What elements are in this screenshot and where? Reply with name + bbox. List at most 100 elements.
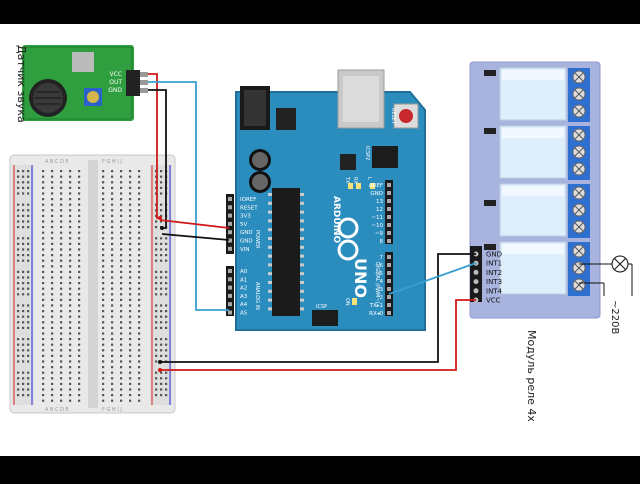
digital-bottom-pin-7 (387, 311, 391, 315)
breadboard-letters-right-bottom: F G H I J (102, 407, 122, 413)
analog-pin-1 (228, 277, 232, 282)
power-pin-1 (228, 205, 232, 210)
lamp-load: ~220В (579, 255, 633, 334)
breadboard: A B C D E F G H I J A B C D E F G H I J (9, 154, 176, 414)
digital-top-pin-label: ~9 (375, 231, 384, 237)
power-group-label: POWER (254, 230, 260, 249)
digital-top-pin-5 (387, 223, 391, 227)
l-led-label: L (366, 177, 372, 180)
analog-pin-4 (228, 302, 232, 307)
digital-top-pin-6 (387, 231, 391, 235)
sensor-pin-out: OUT (109, 79, 122, 86)
digital-top-pin-7 (387, 239, 391, 243)
power-pin-label: IOREF (240, 197, 256, 203)
digital-bottom-pin-label: ~3 (375, 287, 384, 293)
power-pin-6 (228, 246, 232, 251)
power-pin-label: RESET (240, 205, 258, 211)
digital-top-pin-label: AREF (369, 183, 383, 189)
icsp2-label: ICSP2 (364, 146, 370, 160)
on-label: ON (344, 298, 350, 306)
power-pin-4 (228, 230, 232, 235)
power-pin-label: 5V (240, 222, 247, 228)
analog-pin-3 (228, 293, 232, 298)
arduino-model: UNO (351, 258, 370, 298)
digital-bottom-pin-2 (387, 271, 391, 275)
breadboard-holes (17, 170, 168, 402)
analog-pin-label: A2 (240, 286, 247, 292)
digital-bottom-pin-label: TX▸1 (369, 303, 383, 309)
reset-label: RESET (390, 108, 396, 125)
power-header: IOREF RESET 3V3 5V GND GND VIN (228, 197, 258, 253)
analog-pin-2 (228, 285, 232, 290)
relay-pin-label: INT1 (486, 260, 502, 268)
relay-caption: Модуль реле 4х (525, 330, 538, 422)
power-pin-2 (228, 213, 232, 218)
digital-bottom-pin-label: RX◂0 (369, 311, 383, 317)
digital-top-pin-1 (387, 191, 391, 195)
wire-relay-gnd (160, 253, 476, 363)
mains-voltage-label: ~220В (609, 300, 620, 334)
digital-top-pin-2 (387, 199, 391, 203)
breadboard-letters-left-bottom: A B C D E (45, 407, 69, 413)
digital-bottom-pin-label: ~5 (375, 271, 384, 277)
wire-ends (158, 216, 164, 372)
relay-pin-int2 (473, 269, 479, 275)
relay-pin-label: INT3 (486, 278, 502, 286)
digital-top-pin-4 (387, 215, 391, 219)
wire-gnd (161, 233, 230, 241)
analog-pin-5 (228, 310, 232, 315)
wire-relay-vcc (160, 299, 476, 371)
digital-top-pin-label: ~11 (371, 215, 383, 221)
digital-top-pin-label: 13 (376, 199, 383, 205)
power-pin-5 (228, 238, 232, 243)
digital-bottom-pin-label: 2 (380, 295, 384, 301)
power-pin-label: GND (240, 230, 253, 236)
arduino-logo-icon (337, 217, 359, 261)
arduino-uno-board: RESET ICSP2 TX RX L AREFGND1312~11~10~98… (226, 69, 426, 331)
digital-bottom-pin-label: 4 (380, 279, 384, 285)
power-pin-label: 3V3 (240, 214, 251, 220)
digital-group-label: DIGITAL (PWM~) (374, 262, 380, 304)
digital-top-pin-label: 8 (380, 239, 384, 245)
digital-bottom-pin-label: ~6 (375, 263, 384, 269)
analog-pin-label: A1 (240, 277, 247, 283)
analog-pin-label: A5 (240, 311, 248, 317)
digital-top-pin-label: ~10 (371, 223, 383, 229)
relay-pin-int4 (473, 288, 479, 294)
icsp-label: ICSP (316, 304, 327, 310)
digital-bottom-pin-5 (387, 295, 391, 299)
power-pin-0 (228, 197, 232, 201)
digital-top-pin-0 (387, 183, 391, 187)
tx-label: TX (344, 176, 350, 184)
wire-5v (159, 219, 230, 229)
power-pin-label: GND (240, 239, 253, 245)
wire-sensor-out (148, 81, 229, 311)
relay-pin-int3 (473, 279, 479, 285)
sensor-caption: Датчик звука (15, 45, 28, 123)
wire-relay-int1 (388, 262, 477, 295)
analog-pin-label: A4 (240, 302, 248, 308)
digital-bottom-pin-6 (387, 303, 391, 307)
atmega-chip (272, 188, 300, 316)
power-pin-label: VIN (240, 247, 250, 253)
digital-top-pin-label: GND (370, 191, 383, 197)
digital-top-pin-3 (387, 207, 391, 211)
sensor-pin-gnd: GND (108, 87, 122, 94)
digital-bottom-pin-3 (387, 279, 391, 283)
analog-pin-label: A3 (240, 294, 248, 300)
power-pin-3 (228, 221, 232, 226)
breadboard-letters-right: F G H I J (102, 159, 122, 165)
digital-bottom-pin-4 (387, 287, 391, 291)
relay-pin-label: INT2 (486, 269, 502, 277)
sound-sensor-module: VCC OUT GND Датчик звука (15, 45, 148, 123)
analog-pin-0 (228, 269, 232, 273)
relay-pin-label: VCC (486, 297, 501, 305)
digital-bottom-pin-0 (387, 255, 391, 259)
analog-group-label: ANALOG IN (254, 282, 260, 310)
rx-label: RX (352, 177, 358, 184)
